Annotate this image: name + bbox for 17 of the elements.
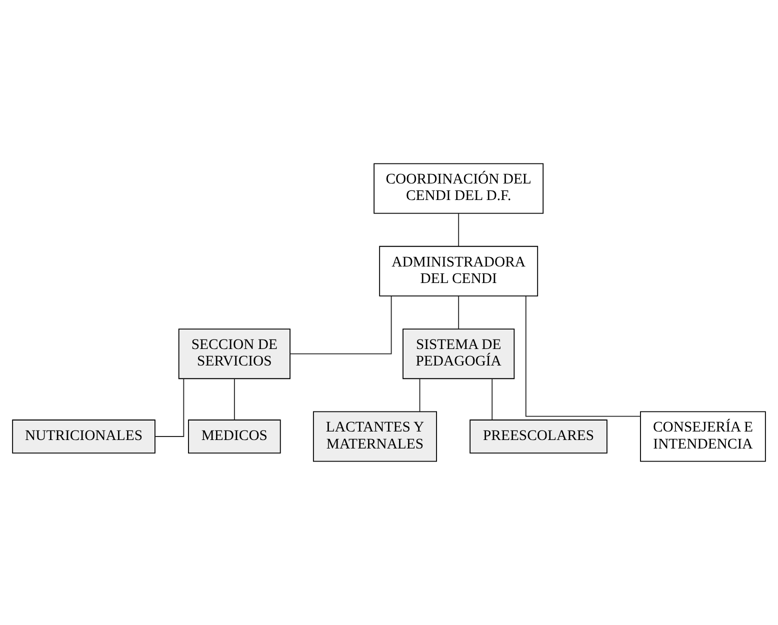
connector	[234, 378, 235, 420]
node-box: SISTEMA DE PEDAGOGÍA	[402, 328, 515, 380]
connector	[458, 296, 460, 330]
node-box: MEDICOS	[188, 420, 281, 454]
connector	[290, 296, 392, 354]
connector	[154, 378, 184, 437]
node-box: SECCION DE SERVICIOS	[178, 328, 290, 380]
connector	[492, 378, 493, 420]
connector	[458, 212, 460, 247]
node-box: PREESCOLARES	[470, 420, 608, 454]
node-box: LACTANTES Y MATERNALES	[312, 411, 437, 462]
node-box: CONSEJERÍA E INTENDENCIA	[640, 411, 766, 462]
node-box: ADMINISTRADORA DEL CENDI	[379, 246, 538, 296]
node-box: COORDINACIÓN DEL CENDI DEL D.F.	[374, 163, 544, 214]
connector	[419, 378, 420, 412]
connector	[525, 296, 641, 417]
node-box: NUTRICIONALES	[12, 420, 156, 454]
